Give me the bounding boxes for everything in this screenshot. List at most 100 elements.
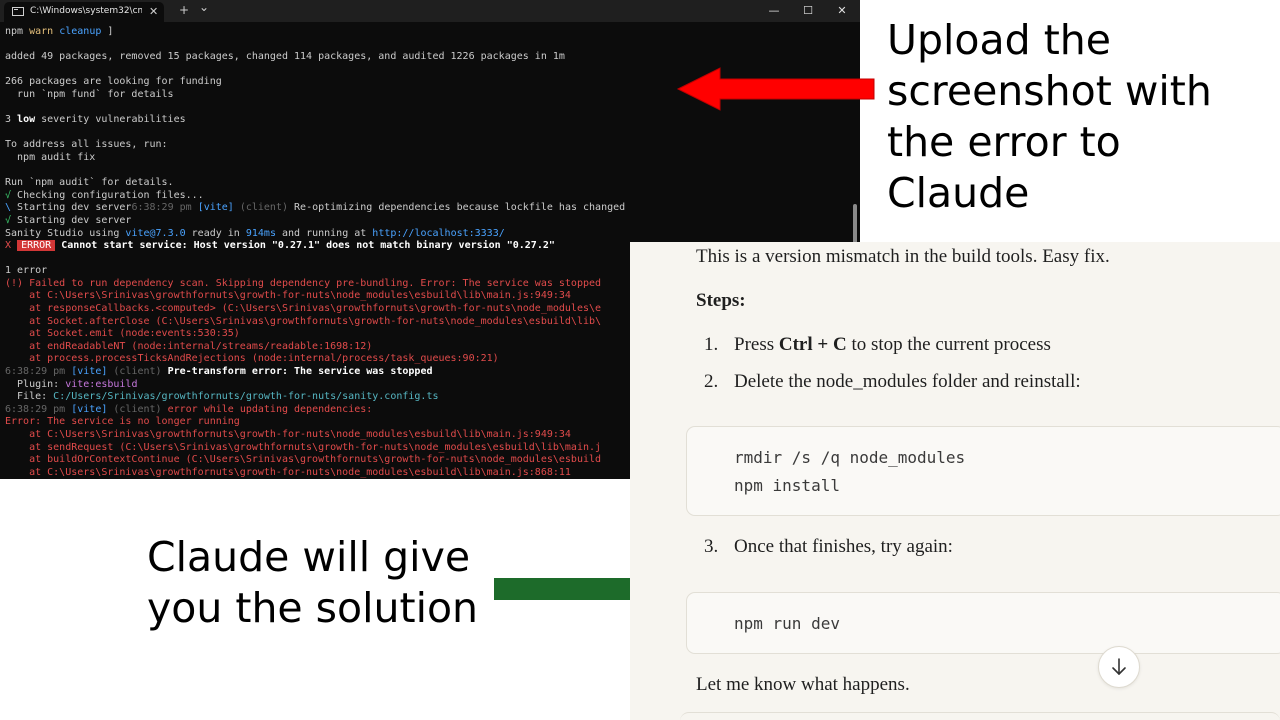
terminal-line: at C:\Users\Srinivas\growthfornuts\growt… (5, 429, 855, 442)
terminal-line: npm audit fix (5, 152, 855, 165)
terminal-text: at endReadableNT (node:internal/streams/… (5, 340, 373, 352)
terminal-text: Starting dev server (11, 202, 132, 214)
terminal-text: 914ms (245, 227, 276, 239)
terminal-text: C:/Users/Srinivas/growthfornuts/growth-f… (53, 391, 439, 403)
terminal-text: File: (5, 391, 54, 403)
next-block-edge (680, 712, 1280, 720)
terminal-line: File: C:/Users/Srinivas/growthfornuts/gr… (5, 391, 855, 404)
terminal-text: Checking configuration files... (11, 189, 204, 201)
step-1-pre: Press (734, 334, 779, 355)
step-number: 3. (704, 536, 719, 557)
terminal-line: npm warn cleanup ] (5, 26, 855, 39)
terminal-line: \ Starting dev server6:38:29 pm [vite] (… (5, 202, 855, 215)
step-number: 2. (704, 371, 719, 392)
terminal-line: To address all issues, run: (5, 139, 855, 152)
terminal-line: at buildOrContextContinue (C:\Users\Srin… (5, 454, 855, 467)
terminal-line: added 49 packages, removed 15 packages, … (5, 51, 855, 64)
terminal-line: 266 packages are looking for funding (5, 76, 855, 89)
terminal-text: error while updating dependencies: (167, 403, 373, 415)
terminal-line (5, 127, 855, 140)
maximize-button[interactable]: ☐ (803, 4, 813, 17)
terminal-line (5, 165, 855, 178)
code-block-run-dev[interactable]: npm run dev (686, 592, 1280, 654)
minimize-button[interactable]: — (768, 4, 780, 17)
terminal-text: 1 error (5, 265, 48, 277)
red-arrow (676, 67, 875, 111)
terminal-text: Cannot start service: Host version "0.27… (55, 240, 555, 252)
terminal-text: vite@7.3.0 (125, 227, 186, 239)
new-tab-button[interactable]: + (179, 3, 190, 17)
terminal-text: ready in (185, 227, 246, 239)
terminal-scrollbar[interactable] (853, 204, 857, 244)
terminal-tab[interactable]: C:\Windows\system32\cmd.e ✕ (4, 2, 164, 22)
terminal-text: 6:38:29 pm (5, 403, 72, 415)
terminal-line: 1 error (5, 265, 855, 278)
terminal-text: run `npm fund` for details (5, 88, 174, 100)
terminal-text: at C:\Users\Srinivas\growthfornuts\growt… (5, 429, 571, 440)
terminal-text: Run `npm audit` for details. (5, 177, 174, 189)
terminal-line: X ERROR Cannot start service: Host versi… (5, 240, 855, 253)
terminal-line: √ Checking configuration files... (5, 190, 855, 203)
terminal-line: at Socket.emit (node:events:530:35) (5, 328, 855, 341)
terminal-text: Starting dev server (11, 214, 132, 226)
tab-close-icon[interactable]: ✕ (149, 5, 159, 18)
terminal-line: √ Starting dev server (5, 215, 855, 228)
terminal-text: at responseCallbacks.<computed> (C:\User… (5, 303, 602, 315)
error-badge: ERROR (17, 240, 56, 252)
step-number: 1. (704, 334, 719, 355)
arrow-down-icon (1112, 658, 1126, 675)
terminal-text: √ (5, 214, 12, 226)
terminal-text: at Socket.afterClose (C:\Users\Srinivas\… (5, 315, 602, 327)
step-3-text: Once that finishes, try again: (734, 536, 953, 557)
terminal-line: Plugin: vite:esbuild (5, 379, 855, 392)
terminal-text: Plugin: (5, 378, 66, 390)
terminal-line: 6:38:29 pm [vite] (client) Pre-transform… (5, 366, 855, 379)
terminal-line: at process.processTicksAndRejections (no… (5, 353, 855, 366)
terminal-line: at C:\Users\Srinivas\growthfornuts\growt… (5, 290, 855, 303)
code-line: npm install (734, 476, 840, 495)
terminal-text: Error: The service is no longer running (5, 416, 240, 428)
terminal-text: Pre-transform error: The service was sto… (167, 366, 433, 378)
annotation-line: Claude (887, 169, 1030, 217)
close-window-button[interactable]: ✕ (837, 4, 847, 17)
terminal-text: npm audit fix (5, 151, 96, 163)
terminal-line: Sanity Studio using vite@7.3.0 ready in … (5, 228, 855, 241)
terminal-line: at Socket.afterClose (C:\Users\Srinivas\… (5, 316, 855, 329)
terminal-text: Sanity Studio using (5, 227, 126, 239)
step-1-post: to stop the current process (846, 334, 1051, 355)
terminal-line: 3 low severity vulnerabilities (5, 114, 855, 127)
terminal-text: ] (101, 26, 114, 37)
terminal-text: at Socket.emit (node:events:530:35) (5, 328, 240, 340)
code-block-reinstall[interactable]: rmdir /s /q node_modules npm install (686, 426, 1280, 516)
terminal-text: npm (5, 26, 30, 37)
terminal-text: (!) Failed to run dependency scan. Skipp… (5, 277, 602, 289)
terminal-text: 266 packages are looking for funding (5, 76, 222, 88)
terminal-text: 3 (5, 114, 18, 126)
terminal-text: \ (5, 202, 12, 214)
terminal-text: 6:38:29 pm (131, 202, 198, 214)
terminal-text: (client) (233, 202, 295, 214)
terminal-titlebar: C:\Windows\system32\cmd.e ✕ + ⌄ — ☐ ✕ (0, 0, 860, 22)
terminal-text: X (5, 240, 12, 252)
terminal-line: run `npm fund` for details (5, 89, 855, 102)
terminal-line: 6:38:29 pm [vite] (client) error while u… (5, 404, 855, 417)
response-outro: Let me know what happens. (696, 674, 910, 695)
terminal-output[interactable]: npm warn cleanup ] added 49 packages, rem… (5, 26, 855, 479)
annotation-line: the error to (887, 118, 1121, 166)
terminal-text: added 49 packages, removed 15 packages, … (5, 51, 565, 63)
terminal-text: √ (5, 189, 12, 201)
tab-dropdown-icon[interactable]: ⌄ (199, 0, 210, 14)
terminal-line: Error: The service is no longer running (5, 416, 855, 429)
tab-title: C:\Windows\system32\cmd.e (30, 6, 142, 16)
terminal-text: (client) (107, 366, 168, 378)
terminal-line: at C:\Users\Srinivas\growthfornuts\growt… (5, 467, 855, 479)
terminal-line: (!) Failed to run dependency scan. Skipp… (5, 278, 855, 291)
terminal-text: and running at (275, 227, 373, 239)
terminal-text: at buildOrContextContinue (C:\Users\Srin… (5, 454, 602, 466)
terminal-text: (client) (107, 403, 168, 415)
terminal-line (5, 39, 855, 52)
scroll-to-bottom-button[interactable] (1098, 646, 1140, 688)
terminal-text: severity vulnerabilities (35, 114, 186, 126)
terminal-line: Run `npm audit` for details. (5, 177, 855, 190)
terminal-text: [vite] (71, 403, 108, 415)
